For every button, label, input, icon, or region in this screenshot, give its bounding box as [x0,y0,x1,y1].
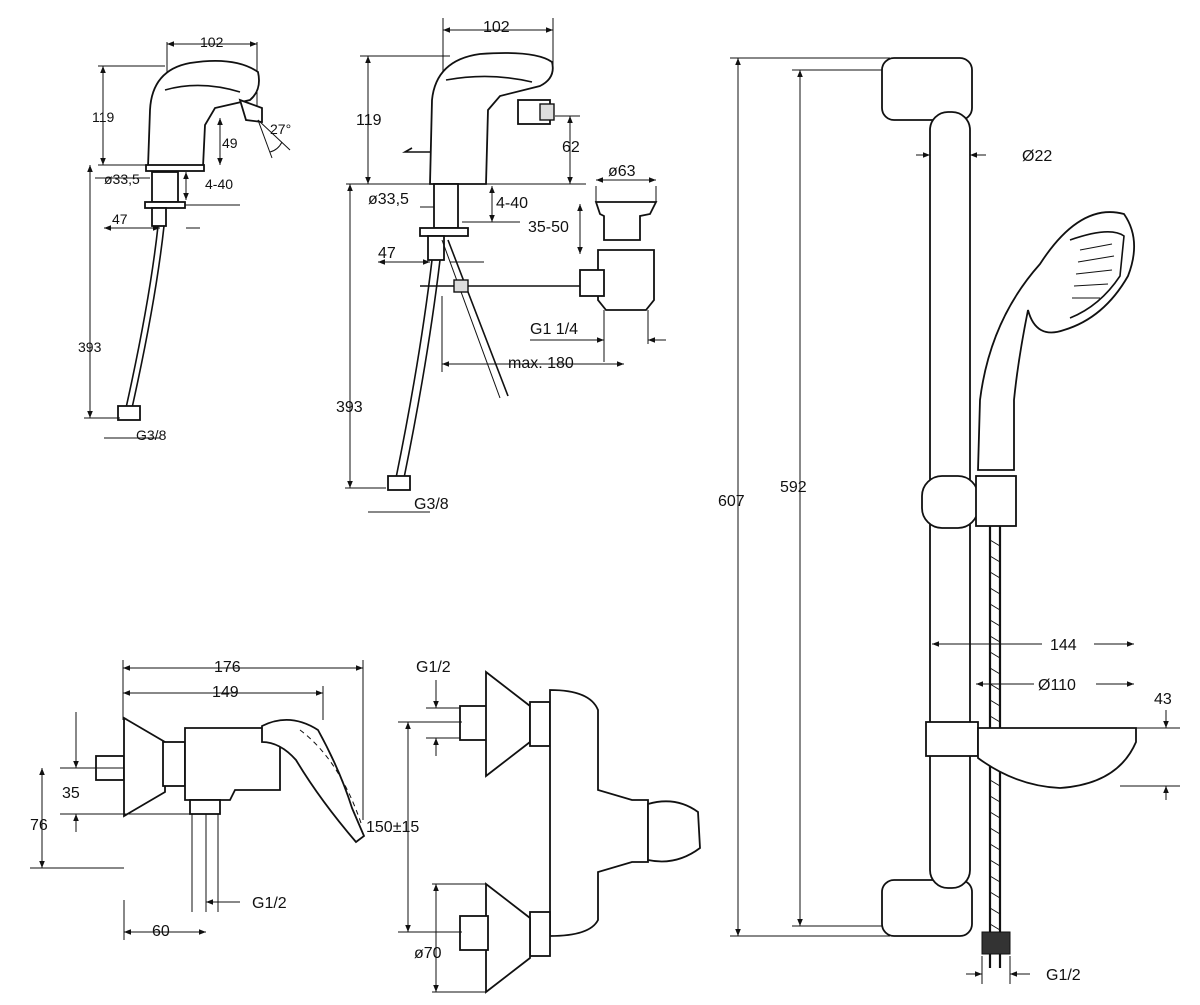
basin-hose [125,225,159,409]
basin-spout-angle-label: 27° [270,121,291,137]
pull-rod-length-label: max. 180 [508,355,574,372]
bidet-hose-length-label: 393 [336,399,363,416]
basin-deck-thickness-label: 4-40 [205,176,233,192]
bidet-fixing-nut [419,227,469,237]
bidet-hose-thread-label: G3/8 [414,496,449,513]
bidet-deck-thickness-label: 4-40 [496,195,528,212]
basin-tail-offset-label: 47 [112,211,128,227]
basin-height-label: 119 [92,109,115,125]
basin-hose-length-label: 393 [78,339,102,355]
bidet-mixer-body [429,52,554,185]
bidet-base-diameter-label: ø33,5 [368,191,409,208]
shelf-height-label: 43 [1154,691,1172,708]
shower-inlet-thread-label: G1/2 [416,659,451,676]
bidet-mixer-drawing: 102 119 62 ø33,5 4-40 47 393 [336,18,666,513]
rail-fixing-centres-label: 592 [780,479,807,496]
upper-escutcheon [485,670,531,778]
shower-front-lever [647,800,701,863]
basin-spout-height-label: 49 [222,135,238,151]
shower-outlet-spacing-label: 60 [152,923,170,940]
hose-nut [981,931,1011,955]
shower-outlet-thread-label: G1/2 [252,895,287,912]
shower-overall-width-label: 176 [214,659,241,676]
rail-diameter-label: Ø22 [1022,148,1052,165]
bidet-height-label: 119 [356,112,382,129]
rail-hose-thread-label: G1/2 [1046,967,1081,984]
shelf-clamp [925,721,979,757]
basin-hose-thread-label: G3/8 [136,427,167,443]
basin-mixer-drawing: 102 119 49 27° ø33,5 4-40 47 [78,34,291,443]
bidet-width-label: 102 [483,19,510,36]
lower-escutcheon [485,882,531,994]
soap-shelf [977,727,1137,789]
waste-flange [594,201,658,241]
basin-base-plate [145,164,205,172]
hand-shower-head [977,211,1136,471]
shelf-diameter-label: Ø110 [1038,677,1076,694]
shower-outlet-height-label: 76 [30,817,48,834]
bidet-tail-offset-label: 47 [378,245,396,262]
waste-diameter-label: ø63 [608,163,636,180]
rail-slider [921,475,979,529]
shower-outlet-offset-label: 35 [62,785,80,802]
shower-centres-label: 150±15 [366,819,419,836]
bidet-spout-height-label: 62 [562,139,580,156]
shower-outlet [189,799,221,815]
shelf-depth-label: 144 [1050,637,1077,654]
shower-mixer-side-drawing: 176 149 35 76 G1/2 60 [30,659,366,940]
basin-spout-icon [238,98,263,124]
shower-front-body [549,689,649,937]
waste-thread-label: G1 1/4 [530,321,578,338]
basin-mixer-body [147,59,260,168]
shower-rail-drawing: 607 592 Ø22 G1/2 43 [718,57,1180,984]
shower-lever-handle [261,719,366,844]
shower-escutcheon [123,716,166,818]
basin-base-diameter-label: ø33,5 [104,171,140,187]
bottom-wall-bracket [881,879,973,937]
top-wall-bracket [881,57,973,121]
basin-width-label: 102 [200,34,224,50]
shower-mixer-front-drawing: G1/2 150±15 ø70 [366,659,701,994]
rail-overall-length-label: 607 [718,493,745,510]
waste-range-label: 35-50 [528,219,569,236]
shower-escutcheon-label: ø70 [414,945,442,962]
waste-body [597,249,655,311]
bidet-hose [395,259,433,479]
shower-body-width-label: 149 [212,684,239,701]
